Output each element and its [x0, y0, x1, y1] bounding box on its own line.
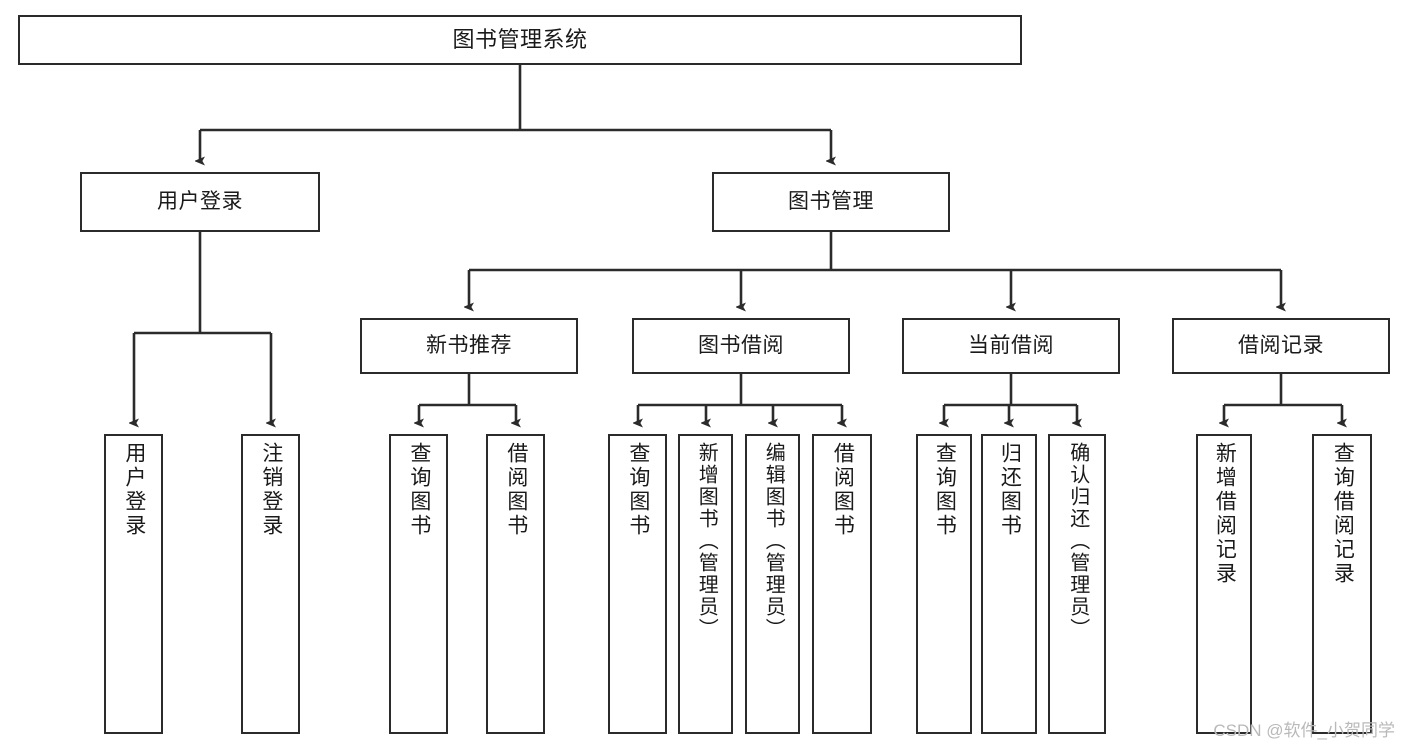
- node-leaf-query-book-1[interactable]: 查询图书: [389, 434, 448, 734]
- node-leaf-query-book-2[interactable]: 查询图书: [608, 434, 667, 734]
- node-leaf-return-book[interactable]: 归还图书: [981, 434, 1037, 734]
- node-leaf-add-record[interactable]: 新增借阅记录: [1196, 434, 1252, 734]
- node-label: 借阅图书: [504, 442, 528, 538]
- node-borrow-record[interactable]: 借阅记录: [1172, 318, 1390, 374]
- node-label: 借阅图书: [831, 442, 855, 538]
- node-leaf-query-book-3[interactable]: 查询图书: [916, 434, 972, 734]
- node-leaf-borrow-book-1[interactable]: 借阅图书: [486, 434, 545, 734]
- node-new-book-rec[interactable]: 新书推荐: [360, 318, 578, 374]
- node-label: 借阅记录: [1238, 333, 1324, 357]
- node-label: 用户登录: [122, 442, 146, 538]
- node-label: 查询借阅记录: [1331, 442, 1355, 586]
- node-label: 编辑图书（管理员）: [762, 442, 785, 640]
- node-leaf-borrow-book-2[interactable]: 借阅图书: [812, 434, 872, 734]
- node-current-borrow[interactable]: 当前借阅: [902, 318, 1120, 374]
- node-label: 当前借阅: [968, 333, 1054, 357]
- node-leaf-confirm-return[interactable]: 确认归还（管理员）: [1048, 434, 1106, 734]
- node-label: 查询图书: [626, 442, 650, 538]
- node-leaf-query-record[interactable]: 查询借阅记录: [1312, 434, 1372, 734]
- node-leaf-user-login[interactable]: 用户登录: [104, 434, 163, 734]
- node-label: 图书借阅: [698, 333, 784, 357]
- node-label: 新增图书（管理员）: [695, 442, 718, 640]
- node-label: 查询图书: [407, 442, 431, 538]
- node-label: 用户登录: [157, 189, 243, 213]
- node-root[interactable]: 图书管理系统: [18, 15, 1022, 65]
- node-label: 注销登录: [259, 442, 283, 538]
- watermark-text: CSDN @软件_小贺同学: [1213, 721, 1395, 740]
- node-user-login[interactable]: 用户登录: [80, 172, 320, 232]
- node-label: 归还图书: [998, 442, 1022, 538]
- node-label: 图书管理系统: [452, 27, 588, 53]
- node-label: 新书推荐: [426, 333, 512, 357]
- node-label: 确认归还（管理员）: [1066, 442, 1089, 640]
- node-book-manage[interactable]: 图书管理: [712, 172, 950, 232]
- node-leaf-user-logout[interactable]: 注销登录: [241, 434, 300, 734]
- node-leaf-add-book[interactable]: 新增图书（管理员）: [678, 434, 733, 734]
- node-label: 查询图书: [933, 442, 957, 538]
- node-leaf-edit-book[interactable]: 编辑图书（管理员）: [745, 434, 800, 734]
- node-label: 新增借阅记录: [1213, 442, 1237, 586]
- node-label: 图书管理: [788, 189, 874, 213]
- node-book-borrow[interactable]: 图书借阅: [632, 318, 850, 374]
